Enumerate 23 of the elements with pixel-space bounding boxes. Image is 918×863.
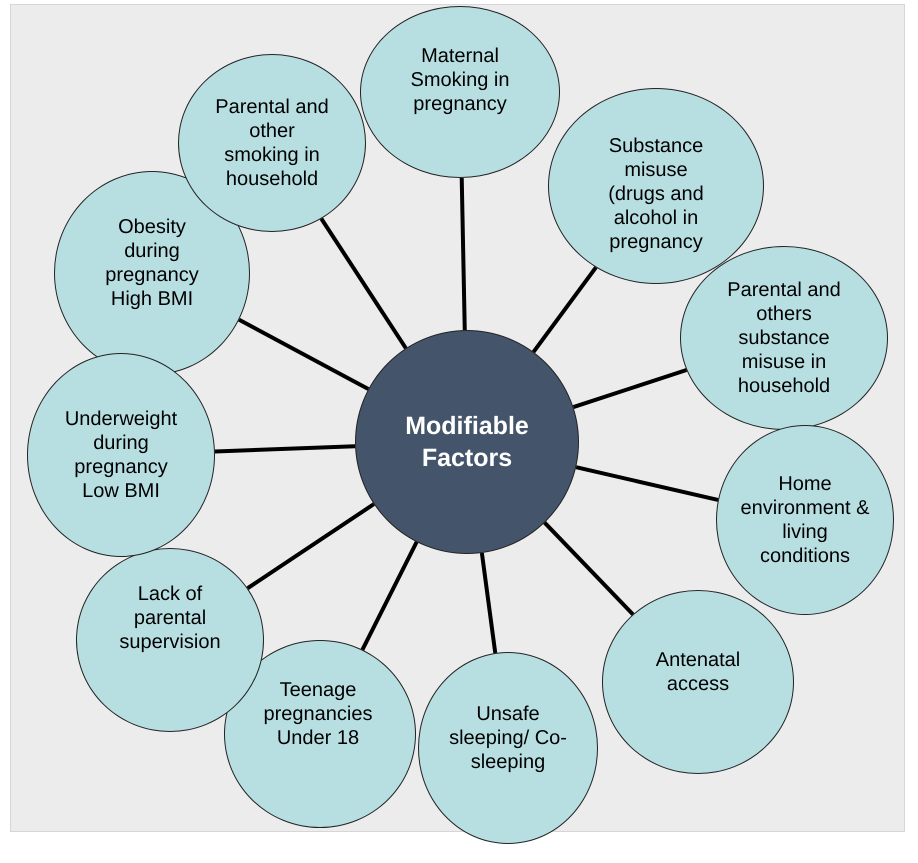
connector-line [480,552,498,654]
connector-line [532,266,598,354]
connector-line [543,521,634,616]
factor-label: Antenatal access [654,648,742,696]
center-label: Modifiable Factors [404,410,530,474]
connector-line [360,541,418,651]
factor-label: Lack of parental supervision [118,582,222,654]
factor-label: Teenage pregnancies Under 18 [262,678,374,750]
factor-label: Substance misuse (drugs and alcohol in pregnancy [607,134,705,254]
factor-label: Obesity during pregnancy High BMI [104,215,200,311]
factor-label: Maternal Smoking in pregnancy [410,44,510,116]
factor-label: Parental and other smoking in household [214,95,330,191]
factor-label: Unsafe sleeping/ Co-sleeping [448,702,568,774]
connector-line [246,502,375,590]
connector-line [576,465,718,502]
factor-label: Parental and others substance misuse in household [726,278,842,398]
factor-label: Home environment & living conditions [740,472,870,568]
factor-label: Underweight during pregnancy Low BMI [64,407,178,503]
connector-line [238,318,370,391]
connector-line [214,444,356,454]
connector-line [572,368,688,409]
connector-line [320,218,408,350]
connector-line [460,178,467,330]
